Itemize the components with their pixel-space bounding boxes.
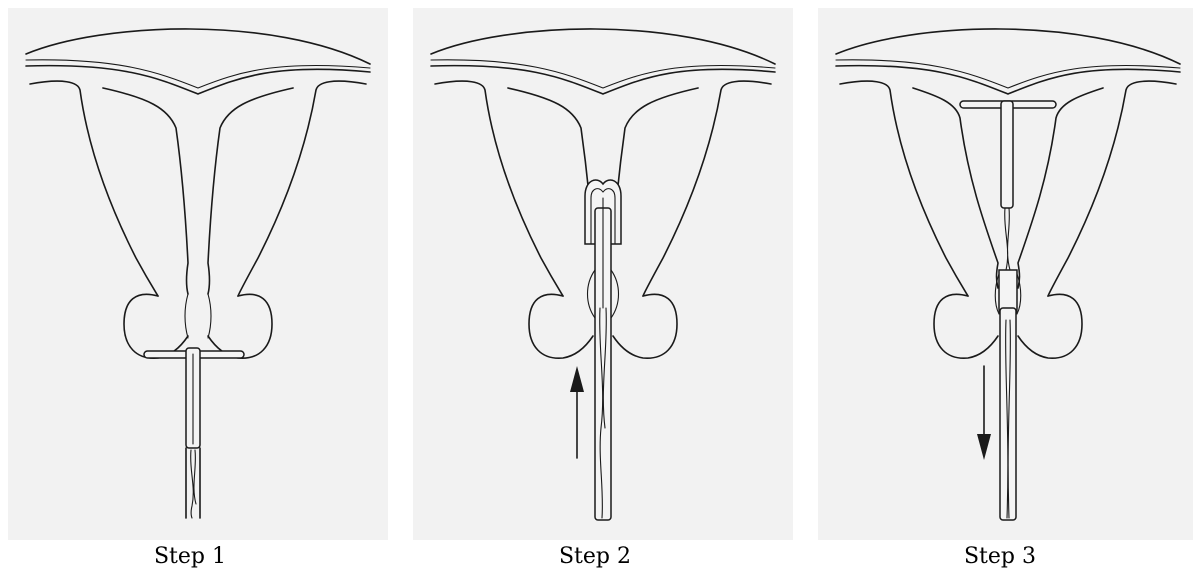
cervix-left-lobe (124, 294, 188, 358)
cavity-right (615, 88, 698, 213)
step-1-caption: Step 1 (0, 540, 380, 573)
cavity-right (208, 88, 293, 294)
iud-stem (1001, 101, 1013, 208)
cervix-right-lobe (613, 294, 677, 358)
step-1-diagram (8, 8, 388, 540)
threads (191, 450, 196, 518)
uterus-outer-left (840, 81, 968, 296)
uterus-outer-left (30, 81, 158, 296)
uterus-outer-left (435, 81, 563, 296)
fundus-bottom (431, 66, 775, 94)
step-2-illustration (413, 8, 793, 540)
cervix-right-lobe (1018, 294, 1082, 358)
step-2-diagram (413, 8, 793, 540)
cavity-left (913, 88, 998, 288)
arrow-down-icon (977, 434, 991, 460)
step-3-illustration (818, 8, 1193, 540)
step-1-illustration (8, 8, 388, 540)
fundus-bottom (836, 66, 1180, 94)
fundus-top (836, 29, 1180, 64)
cervix-right-lobe (208, 294, 272, 358)
cervix-left-lobe (934, 294, 998, 358)
cervix-left-lobe (529, 294, 593, 358)
uterus-outer-right (1048, 81, 1176, 296)
fundus-top (431, 29, 775, 64)
arrow-up-icon (570, 366, 584, 392)
uterus-outer-right (643, 81, 771, 296)
fundus-inner (431, 60, 775, 88)
cavity-left (508, 88, 591, 213)
cervical-canal (185, 294, 211, 338)
threads (1005, 208, 1010, 270)
fundus-inner (836, 60, 1180, 88)
fundus-inner (26, 60, 370, 88)
fundus-bottom (26, 66, 370, 94)
step-2-caption: Step 2 (405, 540, 785, 573)
cavity-left (103, 88, 188, 294)
step-3-caption: Step 3 (810, 540, 1190, 573)
uterus-outer-right (238, 81, 366, 296)
fundus-top (26, 29, 370, 64)
step-3-diagram (818, 8, 1193, 540)
cavity-right (1018, 88, 1103, 288)
